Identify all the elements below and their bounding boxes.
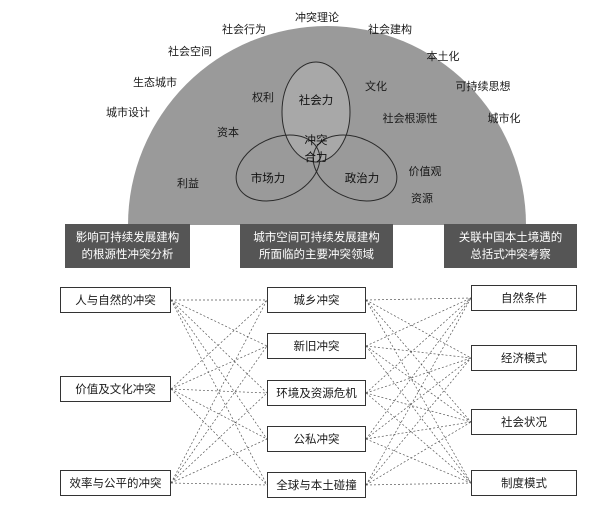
ellipse-political	[312, 134, 398, 202]
connector-left-1-mid-0	[170, 299, 268, 390]
label-urban-design: 城市设计	[106, 105, 150, 119]
connector-left-0-mid-4	[170, 299, 268, 486]
box-urban-rural-conflict: 城乡冲突	[267, 287, 366, 313]
connector-mid-2-right-0	[365, 297, 472, 394]
label-eco-city: 生态城市	[133, 75, 177, 89]
connector-left-2-mid-4	[170, 482, 268, 486]
label-social-space: 社会空间	[168, 44, 212, 58]
label-capital: 资本	[217, 125, 239, 139]
connector-left-0-mid-2	[170, 299, 268, 394]
box-human-nature-conflict: 人与自然的冲突	[60, 287, 171, 313]
box-global-local-collision: 全球与本土碰撞	[267, 472, 366, 498]
box-environment-resource-crisis: 环境及资源危机	[267, 380, 366, 406]
box-value-culture-conflict: 价值及文化冲突	[60, 376, 171, 402]
label-values: 价值观	[409, 165, 442, 178]
connector-mid-3-right-3	[365, 438, 472, 484]
header-main-conflict-areas: 城市空间可持续发展建构 所面临的主要冲突领域	[240, 224, 393, 268]
connector-mid-1-right-0	[365, 297, 472, 347]
label-rights: 权利	[252, 91, 274, 104]
box-efficiency-fairness-conflict: 效率与公平的冲突	[60, 470, 171, 496]
connector-mid-0-right-0	[365, 297, 472, 301]
label-social-behavior: 社会行为	[222, 22, 266, 36]
connector-lines	[170, 297, 472, 486]
ellipse-label-market-force: 市场力	[251, 171, 286, 185]
connector-left-2-mid-3	[170, 438, 268, 484]
connector-mid-4-right-1	[365, 357, 472, 486]
label-localization: 本土化	[427, 49, 460, 63]
connector-mid-2-right-2	[365, 392, 472, 423]
connector-mid-3-right-0	[365, 297, 472, 440]
connector-left-2-mid-0	[170, 299, 268, 484]
ellipse-market	[235, 134, 321, 202]
connector-mid-4-right-3	[365, 482, 472, 486]
connector-mid-3-right-1	[365, 357, 472, 440]
box-social-situation: 社会状况	[471, 409, 577, 435]
header-root-conflicts: 影响可持续发展建构 的根源性冲突分析	[65, 224, 190, 268]
connector-mid-2-right-1	[365, 357, 472, 394]
label-urbanization: 城市化	[488, 111, 521, 125]
ellipse-label-social-force: 社会力	[299, 93, 334, 107]
label-interests: 利益	[177, 176, 199, 190]
center-label-resultant: 合力	[305, 150, 328, 164]
connector-left-1-mid-2	[170, 388, 268, 394]
label-sustainability-thought: 可持续思想	[456, 79, 511, 93]
header-china-context: 关联中国本土境遇的 总括式冲突考察	[444, 224, 577, 268]
connector-left-1-mid-1	[170, 345, 268, 390]
label-social-roots: 社会根源性	[383, 111, 438, 125]
ellipse-label-political-force: 政治力	[345, 171, 380, 185]
box-institutional-model: 制度模式	[471, 470, 577, 496]
label-culture: 文化	[365, 79, 387, 93]
label-resources: 资源	[411, 191, 433, 205]
box-public-private-conflict: 公私冲突	[267, 426, 366, 452]
label-social-construction: 社会建构	[368, 22, 412, 36]
ellipse-social	[281, 61, 351, 163]
connector-mid-1-right-2	[365, 345, 472, 423]
connector-left-0-mid-3	[170, 299, 268, 440]
connector-mid-3-right-2	[365, 421, 472, 440]
label-conflict-theory: 冲突理论	[295, 10, 339, 24]
connector-left-2-mid-1	[170, 345, 268, 484]
connector-mid-0-right-3	[365, 299, 472, 484]
box-old-new-conflict: 新旧冲突	[267, 333, 366, 359]
connector-mid-2-right-3	[365, 392, 472, 484]
connector-left-1-mid-4	[170, 388, 268, 486]
connector-left-0-mid-1	[170, 299, 268, 347]
connector-left-2-mid-2	[170, 392, 268, 484]
connector-mid-0-right-2	[365, 299, 472, 423]
connector-mid-1-right-1	[365, 345, 472, 359]
center-label-conflict: 冲突	[305, 133, 328, 147]
box-economic-model: 经济模式	[471, 345, 577, 371]
box-natural-conditions: 自然条件	[471, 285, 577, 311]
connector-mid-1-right-3	[365, 345, 472, 484]
connector-mid-0-right-1	[365, 299, 472, 359]
connector-mid-4-right-2	[365, 421, 472, 486]
